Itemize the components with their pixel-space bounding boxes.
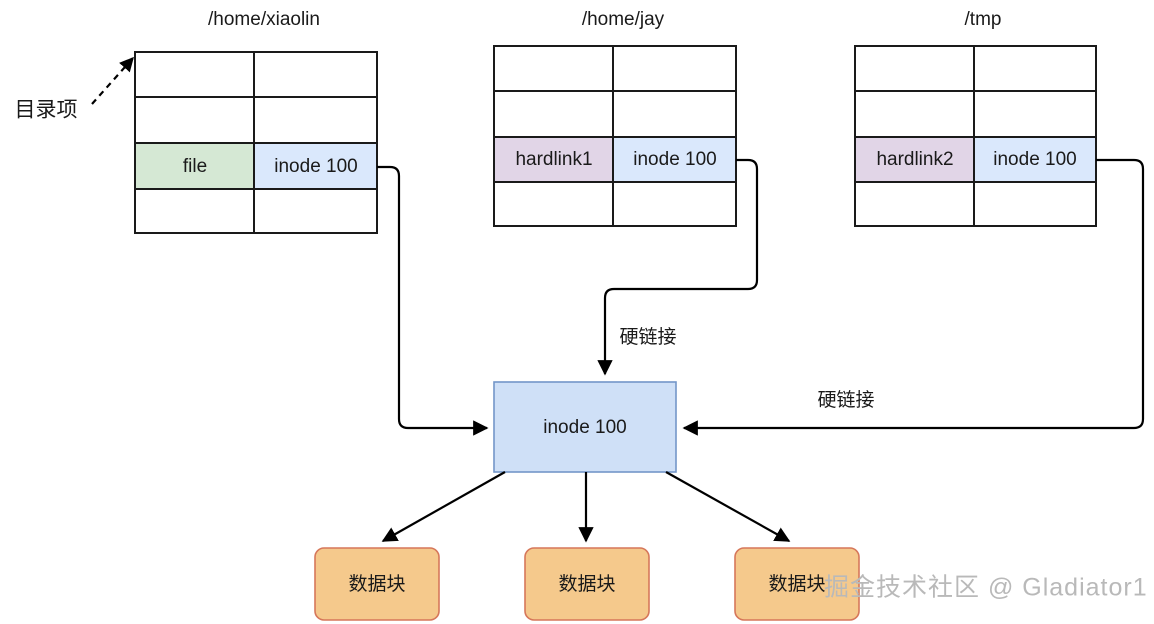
inode-node[interactable] xyxy=(493,381,677,473)
directory-entry-label: 目录项 xyxy=(15,99,78,122)
edge-label-middle-hardlink: 硬链接 xyxy=(619,326,676,348)
watermark-label: 掘金技术社区 @ Gladiator1 xyxy=(824,574,1148,602)
datablock-3[interactable] xyxy=(734,547,860,621)
cell-inode-hardlink2: inode 100 xyxy=(993,149,1076,170)
cell-name-hardlink1: hardlink1 xyxy=(515,149,592,170)
edge-label-right-hardlink: 硬链接 xyxy=(817,389,874,411)
datablock-1[interactable] xyxy=(314,547,440,621)
inode-node-label: inode 100 xyxy=(543,417,626,438)
dir-table-home-xiaolin: file inode 100 xyxy=(134,51,378,234)
cell-name-hardlink2: hardlink2 xyxy=(876,149,953,170)
cell-fill-inode-file xyxy=(255,143,376,189)
cell-inode-file: inode 100 xyxy=(274,156,357,177)
table-outline xyxy=(134,51,378,234)
directory-entry-pointer-arrow xyxy=(91,56,134,105)
cell-fill-name-hardlink2 xyxy=(856,137,974,182)
edge-xiaolin-to-inode xyxy=(377,165,489,436)
cell-inode-hardlink1: inode 100 xyxy=(633,149,716,170)
cell-fill-name-file xyxy=(136,143,254,189)
edge-inode-to-datablock-1 xyxy=(381,471,506,542)
cell-fill-inode-hardlink2 xyxy=(975,137,1095,182)
table-outline xyxy=(854,45,1097,227)
cell-fill-name-hardlink1 xyxy=(495,137,613,182)
datablock-2[interactable] xyxy=(524,547,650,621)
datablock-1-label: 数据块 xyxy=(348,573,405,595)
datablock-3-label: 数据块 xyxy=(768,573,825,595)
dir-title-home-jay: /home/jay xyxy=(582,9,665,30)
edge-tmp-to-inode xyxy=(682,158,1145,436)
edge-inode-to-datablock-3 xyxy=(665,471,791,542)
cell-fill-inode-hardlink1 xyxy=(614,137,735,182)
datablock-2-label: 数据块 xyxy=(558,573,615,595)
table-outline xyxy=(493,45,737,227)
dir-title-home-xiaolin: /home/xiaolin xyxy=(208,9,320,30)
edge-jay-to-inode xyxy=(597,158,759,376)
dir-table-home-jay: hardlink1 inode 100 xyxy=(493,45,737,227)
dir-title-tmp: /tmp xyxy=(965,9,1002,30)
dir-table-tmp: hardlink2 inode 100 xyxy=(854,45,1097,227)
cell-name-file: file xyxy=(183,156,207,177)
